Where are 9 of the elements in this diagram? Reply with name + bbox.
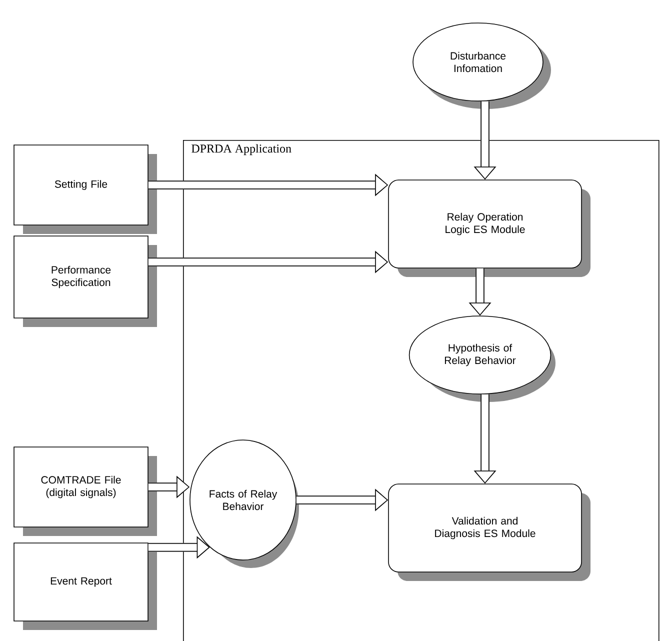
- ellipse-node: Facts of Relay Behavior: [190, 440, 299, 568]
- ellipse-node: Hypothesis of Relay Behavior: [408, 316, 556, 402]
- module-box: Validation and Diagnosis ES Module: [388, 484, 590, 581]
- ellipse-node: Disturbance Infomation: [412, 22, 551, 109]
- module-box: Relay Operation Logic ES Module: [388, 180, 590, 277]
- input-box: Setting File: [14, 144, 157, 234]
- input-box: Event Report: [14, 542, 157, 630]
- input-box: Performance Specification: [14, 236, 157, 327]
- input-box: COMTRADE File (digital signals): [14, 446, 157, 536]
